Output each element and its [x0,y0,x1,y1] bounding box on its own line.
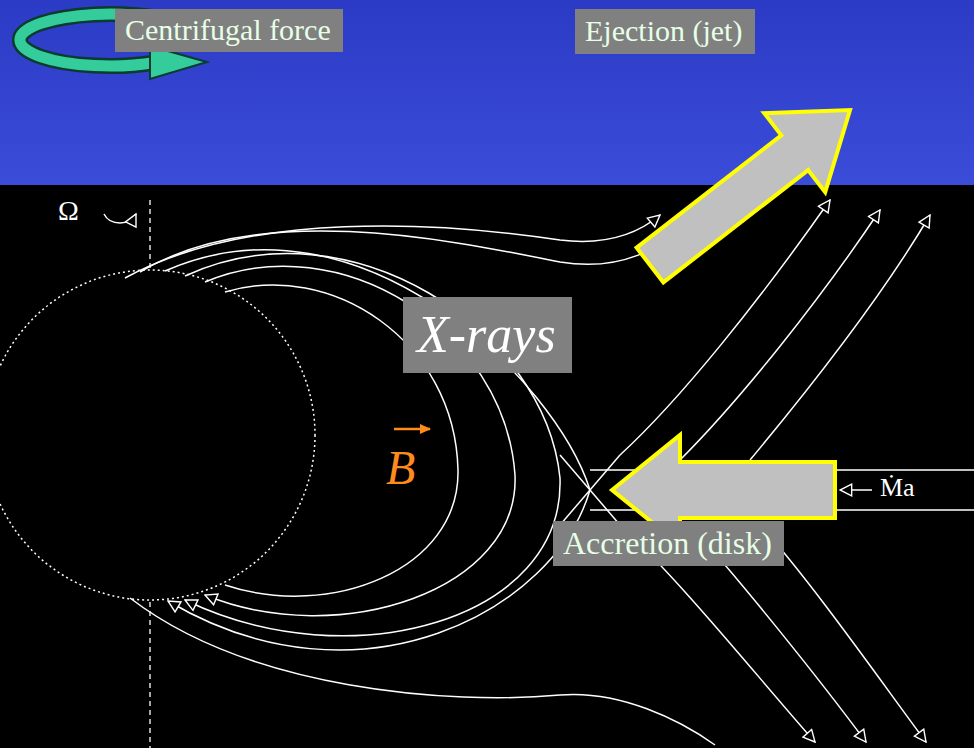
box-text: X-rays [417,305,558,365]
label-box: Centrifugal force [115,9,343,52]
ejection-arrow [637,110,850,282]
field-vector-label: B [386,442,415,495]
label-box: Ejection (jet) [575,9,755,54]
omega-symbol: Ω [58,196,79,227]
box-text: Ejection (jet) [585,14,745,49]
label-box: X-rays [403,297,572,373]
vector-arrow [394,428,430,431]
star [0,270,315,600]
label-box: Accretion (disk) [553,521,784,566]
box-text: Centrifugal force [125,13,333,48]
field-lines [125,158,974,745]
accretion-rate-label: Ṁa [880,474,915,503]
omega-arrow [104,214,136,223]
box-text: Accretion (disk) [563,525,774,562]
rotation-axis [149,200,150,748]
